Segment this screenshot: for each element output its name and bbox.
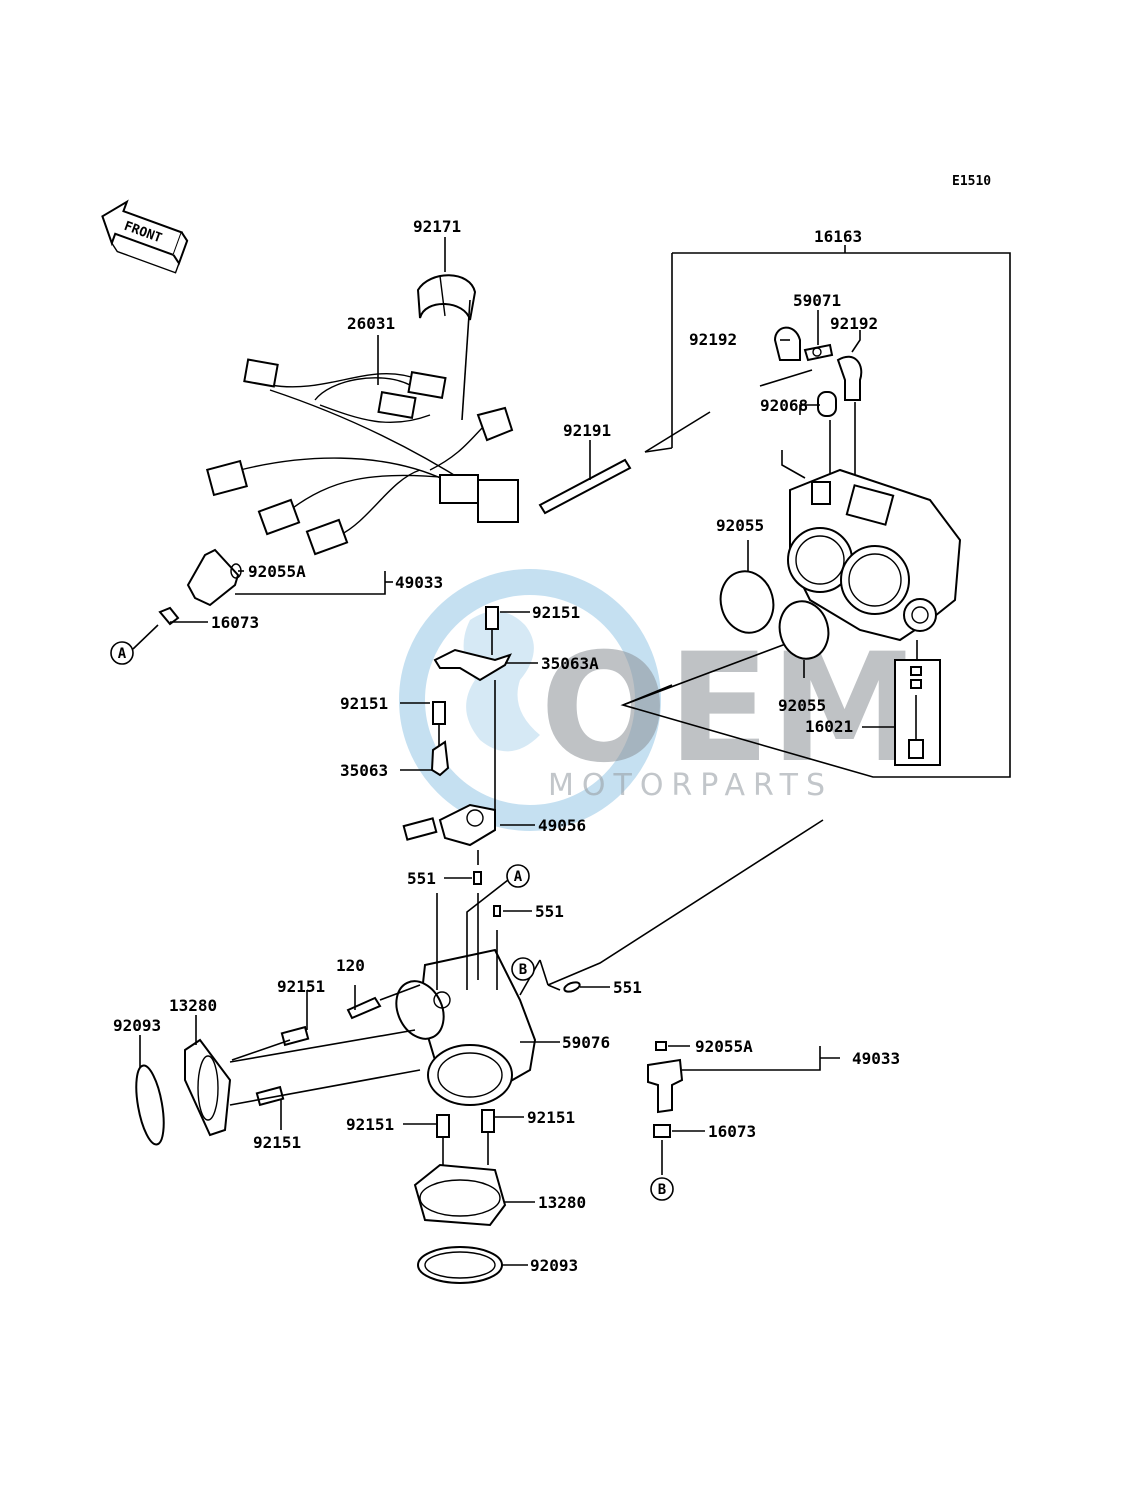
sensor-screw-16021	[894, 659, 941, 766]
pin-551-c	[563, 981, 581, 993]
seal-92093-bottom	[417, 1246, 503, 1284]
wire-harness-26031	[205, 358, 519, 556]
assembly-bracket-16163	[547, 245, 1011, 986]
label-16021: 16021	[805, 717, 853, 736]
label-551-a: 551	[407, 869, 436, 888]
o-ring-92055-left	[719, 570, 775, 634]
label-49033-top: 49033	[395, 573, 443, 592]
label-92151-a: 92151	[532, 603, 580, 622]
bolt-92151-e	[436, 1114, 450, 1165]
label-35063: 35063	[340, 761, 388, 780]
leader-lines	[132, 237, 918, 1266]
bracket-35063	[430, 740, 450, 777]
cap-92068	[817, 391, 837, 417]
watermark-globe-land	[463, 611, 540, 752]
bolt-92151-f	[481, 1109, 495, 1165]
label-92151-e: 92151	[346, 1115, 394, 1134]
label-92055-right: 92055	[778, 696, 826, 715]
front-arrow-icon: FRONT	[101, 199, 189, 274]
label-16073-bottom: 16073	[708, 1122, 756, 1141]
label-16163: 16163	[814, 227, 862, 246]
gasket-13280-left	[184, 1038, 232, 1137]
label-551-b: 551	[535, 902, 564, 921]
label-16073-top: 16073	[211, 613, 259, 632]
label-26031: 26031	[347, 314, 395, 333]
injector-49033-bottom	[647, 1041, 684, 1175]
label-35063A: 35063A	[541, 654, 599, 673]
label-120: 120	[336, 956, 365, 975]
label-92151-d: 92151	[253, 1133, 301, 1152]
injector-49033-top	[158, 548, 242, 626]
label-92055A-top: 92055A	[248, 562, 306, 581]
label-92171: 92171	[413, 217, 461, 236]
watermark-sub-text: MOTORPARTS	[548, 768, 833, 803]
hose-92191	[538, 411, 711, 515]
label-59076: 59076	[562, 1033, 610, 1052]
label-92151-f: 92151	[527, 1108, 575, 1127]
callout-B-bottom: B	[650, 1177, 674, 1201]
clip-92171	[416, 274, 477, 321]
throttle-body-59076	[395, 879, 537, 1106]
bracket-35063A	[433, 630, 512, 830]
fitting-59071	[803, 343, 834, 362]
label-13280-left: 13280	[169, 996, 217, 1015]
watermark-globe-ring	[399, 569, 661, 831]
bolt-92151-a	[485, 606, 499, 630]
svg-text:A: A	[118, 646, 127, 662]
label-92055-left: 92055	[716, 516, 764, 535]
svg-text:B: B	[658, 1182, 666, 1198]
label-92192-right: 92192	[830, 314, 878, 333]
callout-B-mid: B	[511, 957, 535, 981]
o-ring-92055-right	[778, 600, 830, 660]
part-labels: 92171 26031 16163 59071 92192 92192 9206…	[113, 217, 900, 1275]
callout-A-top: A	[110, 641, 134, 665]
label-92068: 92068	[760, 396, 808, 415]
label-49033-bottom: 49033	[852, 1049, 900, 1068]
label-92093-left: 92093	[113, 1016, 161, 1035]
label-59071: 59071	[793, 291, 841, 310]
throttle-body-16163	[787, 468, 962, 642]
label-92093-bottom: 92093	[530, 1256, 578, 1275]
svg-text:B: B	[519, 962, 527, 978]
svg-text:A: A	[514, 869, 523, 885]
bolt-120	[346, 985, 382, 1020]
label-92192-left: 92192	[689, 330, 737, 349]
sensor-49056	[402, 803, 496, 847]
pin-551-b	[493, 905, 501, 917]
watermark: OEM MOTORPARTS	[399, 569, 919, 831]
label-13280-bottom: 13280	[538, 1193, 586, 1212]
label-92191: 92191	[563, 421, 611, 440]
hose-92192-right	[836, 355, 863, 401]
label-49056: 49056	[538, 816, 586, 835]
pin-551-a	[473, 871, 482, 885]
diagram-code: E1510	[952, 174, 991, 189]
hose-92192-left	[773, 326, 801, 361]
seal-92093-left	[135, 1064, 165, 1146]
callout-A-mid: A	[506, 864, 530, 888]
label-92151-b: 92151	[340, 694, 388, 713]
label-92055A-bottom: 92055A	[695, 1037, 753, 1056]
gasket-13280-bottom	[413, 1163, 507, 1227]
label-92151-c: 92151	[277, 977, 325, 996]
label-551-c: 551	[613, 978, 642, 997]
watermark-main-text: OEM	[540, 622, 919, 796]
